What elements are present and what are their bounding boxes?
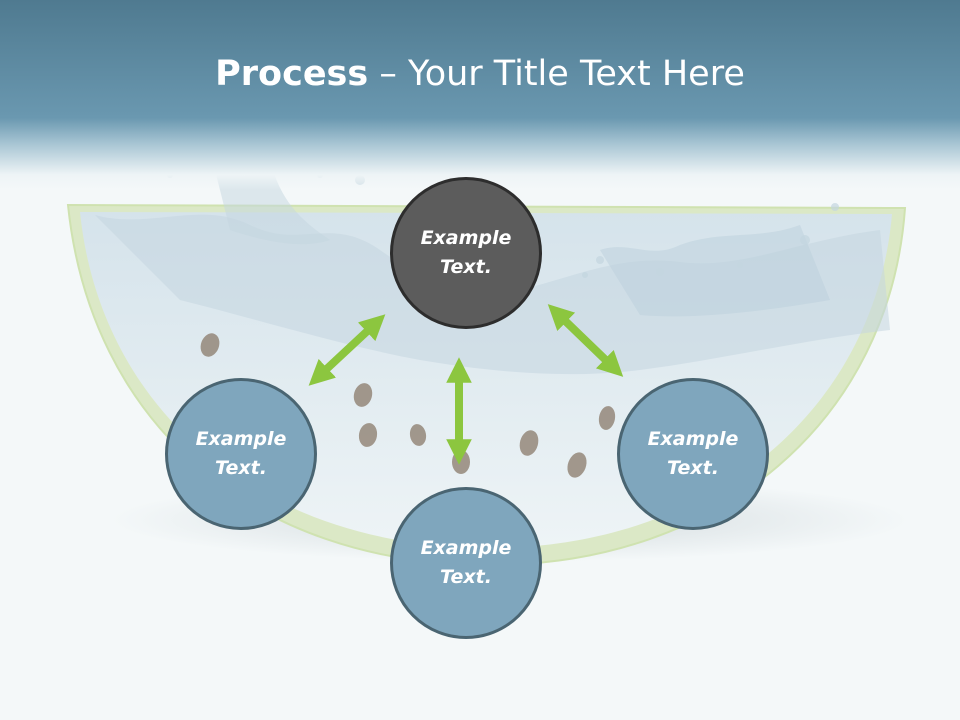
- slide-title: Process – Your Title Text Here: [0, 50, 960, 98]
- process-node-right[interactable]: Example Text.: [617, 378, 769, 530]
- node-label: Example Text.: [420, 537, 512, 588]
- node-label: Example Text.: [195, 428, 287, 479]
- process-node-left[interactable]: Example Text.: [165, 378, 317, 530]
- process-node-top[interactable]: Example Text.: [390, 177, 542, 329]
- title-banner: [0, 0, 960, 190]
- node-label: Example Text.: [647, 428, 739, 479]
- title-rest: – Your Title Text Here: [368, 54, 745, 94]
- title-bold: Process: [215, 54, 369, 94]
- node-label: Example Text.: [420, 227, 512, 278]
- arrow-top-right: [547, 304, 624, 377]
- process-node-bottom[interactable]: Example Text.: [390, 487, 542, 639]
- arrow-top-left: [308, 314, 386, 386]
